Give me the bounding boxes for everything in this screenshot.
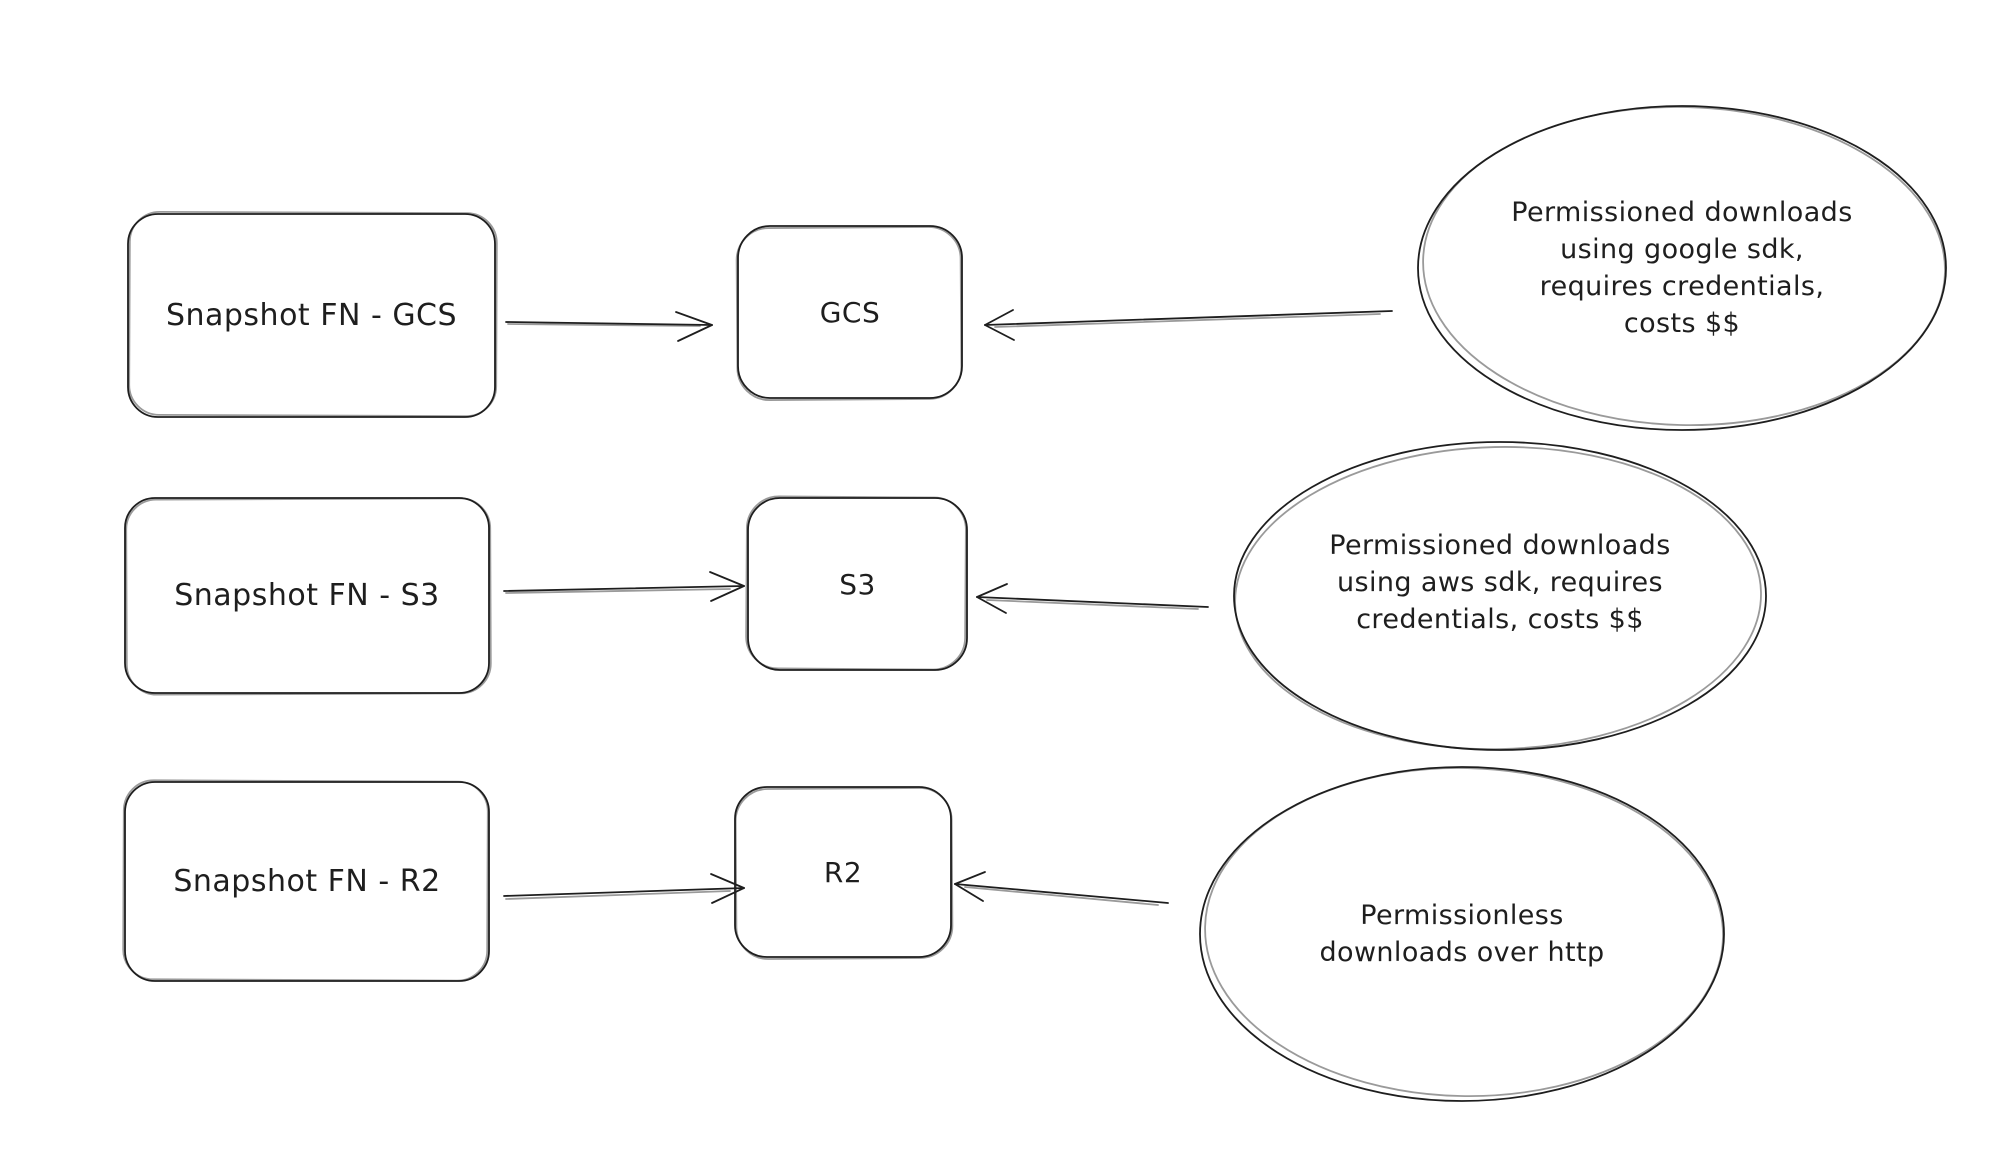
gcs-label: GCS	[819, 295, 881, 329]
r2-note-ellipse-outline	[1199, 766, 1725, 1102]
s3-note-ellipse-outline	[1233, 441, 1767, 751]
snapshot-r2-to-r2-arrow	[503, 873, 745, 904]
r2-note-text: Permissionless downloads over http	[1200, 767, 1724, 1101]
note-line: Permissionless	[1360, 900, 1564, 931]
gcs-note-text: Permissioned downloads using google sdk,…	[1418, 106, 1946, 430]
snapshot-fn-r2-label: Snapshot FN - R2	[173, 864, 441, 899]
snapshot-fn-gcs-box-outline	[127, 210, 498, 418]
gcs-note-ellipse-outline	[1417, 105, 1947, 431]
s3-label: S3	[839, 567, 876, 601]
snapshot-s3-to-s3-arrow	[503, 571, 745, 602]
s3-note-to-s3-arrow	[976, 583, 1209, 614]
note-line: requires credentials,	[1539, 271, 1825, 302]
note-line: using aws sdk, requires	[1336, 566, 1664, 598]
note-line: downloads over http	[1319, 937, 1605, 968]
note-line: Permissioned downloads	[1329, 529, 1671, 561]
note-line: credentials, costs $$	[1356, 603, 1644, 635]
snapshot-fn-s3-label: Snapshot FN - S3	[174, 578, 440, 613]
gcs-box-outline	[735, 225, 963, 401]
r2-note-to-r2-arrow	[954, 871, 1169, 906]
s3-box-outline	[745, 495, 968, 671]
note-line: Permissioned downloads	[1511, 197, 1853, 228]
snapshot-fn-s3-box-outline	[124, 497, 492, 696]
gcs-note-to-gcs-arrow	[984, 309, 1393, 341]
snapshot-fn-r2-box-outline	[122, 779, 490, 982]
note-line: using google sdk,	[1560, 234, 1804, 265]
snapshot-fn-gcs-label: Snapshot FN - GCS	[165, 298, 458, 333]
r2-label: R2	[823, 855, 863, 889]
s3-note-text: Permissioned downloads using aws sdk, re…	[1234, 442, 1766, 750]
snapshot-gcs-to-gcs-arrow	[505, 311, 713, 342]
r2-box-outline	[734, 786, 954, 960]
note-line: costs $$	[1623, 308, 1741, 339]
